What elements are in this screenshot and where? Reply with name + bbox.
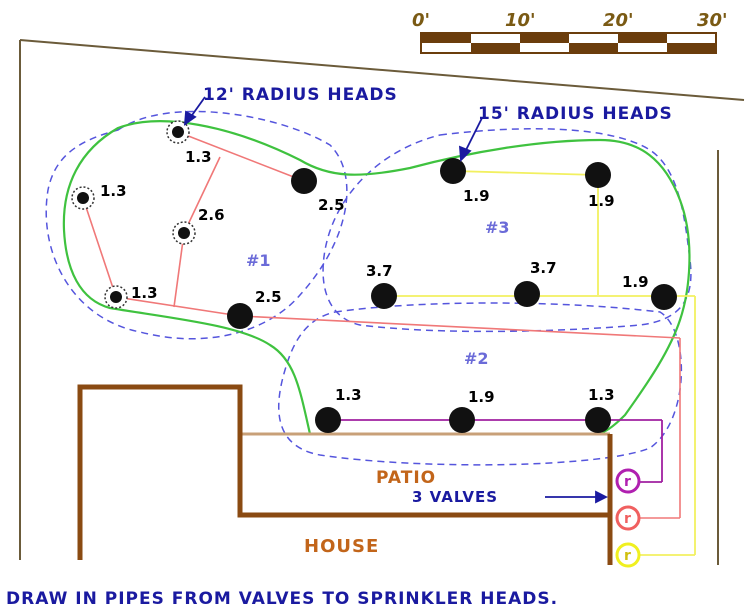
spray-head-z1-lower	[104, 285, 128, 309]
coverage-zone-2	[278, 302, 683, 466]
zone-1-label: #1	[246, 251, 271, 270]
rotor-head-z2-left	[315, 407, 341, 433]
coverage-zone-3	[322, 128, 692, 333]
valves-label: 3 VALVES	[412, 488, 498, 506]
valve-zone-3	[615, 542, 641, 568]
scale-seg-6	[667, 43, 715, 52]
rotor-head-z3-right	[651, 284, 677, 310]
label-12ft-radius-heads: 12' RADIUS HEADS	[203, 85, 398, 105]
spray-head-z1-top	[166, 120, 190, 144]
valve-zone-1-label: r	[624, 511, 631, 527]
spray-head-z1-left	[71, 186, 95, 210]
scale-seg-4	[569, 43, 618, 52]
spray-head-z1-mid	[172, 221, 196, 245]
flow-z2-right: 1.3	[588, 386, 615, 404]
flow-z3-mid-right: 3.7	[530, 259, 557, 277]
rotor-head-z3-mid-left	[371, 283, 397, 309]
pipe-z1-b	[183, 156, 221, 234]
flow-z1-mid: 2.6	[198, 206, 225, 224]
zone-2-label: #2	[464, 349, 489, 368]
scale-seg-5	[618, 34, 667, 43]
heads-15ft	[227, 158, 677, 433]
patio-label: PATIO	[376, 468, 436, 488]
house-label: HOUSE	[304, 536, 379, 557]
rotor-head-z2-right	[585, 407, 611, 433]
scale-tick-0: 0'	[412, 10, 430, 31]
house-walls	[77, 384, 613, 565]
rotor-head-z3-top-left	[440, 158, 466, 184]
pipe-z3-a	[452, 170, 599, 176]
flow-z1-left: 1.3	[100, 182, 127, 200]
valve-zone-2	[615, 468, 641, 494]
flow-z3-right: 1.9	[622, 273, 649, 291]
label-15ft-radius-heads: 15' RADIUS HEADS	[478, 104, 673, 124]
arrow-15ft-head	[458, 145, 472, 163]
property-line-top	[19, 39, 745, 101]
valve-zone-3-label: r	[624, 548, 631, 564]
flow-z1-lower: 1.3	[131, 284, 158, 302]
rotor-head-z2-mid	[449, 407, 475, 433]
instruction-text: DRAW IN PIPES FROM VALVES TO SPRINKLER H…	[6, 589, 558, 609]
pipe-z1-d	[82, 197, 117, 298]
flow-z1-top: 1.3	[185, 148, 212, 166]
coverage-areas	[45, 110, 692, 466]
house-wall-left	[77, 384, 610, 560]
flow-z1-right-top: 2.5	[318, 196, 345, 214]
rotor-head-z3-top-right	[585, 162, 611, 188]
pipe-z1-e	[115, 296, 241, 317]
valve-zone-2-label: r	[624, 474, 631, 490]
pipe-z1-f	[239, 315, 681, 339]
lawn-edge	[62, 120, 691, 436]
flow-z2-mid: 1.9	[468, 388, 495, 406]
rotor-head-z1-right-top	[291, 168, 317, 194]
callout-arrows	[183, 96, 609, 504]
scale-seg-3	[520, 34, 569, 43]
zone-3-label: #3	[485, 218, 510, 237]
scale-seg-1	[422, 34, 471, 43]
flow-z2-left: 1.3	[335, 386, 362, 404]
pipe-z1-c	[173, 232, 185, 308]
valve-zone-1	[615, 505, 641, 531]
heads-12ft	[71, 120, 196, 309]
scale-seg-2	[471, 43, 520, 52]
flow-z1-right-bottom: 2.5	[255, 288, 282, 306]
arrow-12ft-shaft	[189, 96, 206, 119]
scale-tick-30: 30'	[697, 10, 728, 31]
property-boundary	[19, 39, 745, 565]
arrow-12ft-head	[183, 110, 197, 126]
arrow-valves-head	[595, 490, 609, 504]
rotor-head-z1-right-bottom	[227, 303, 253, 329]
zone-1-pipes	[82, 131, 681, 519]
scale-tick-10: 10'	[505, 10, 536, 31]
flow-z3-top-right: 1.9	[588, 192, 615, 210]
scale-bar: 0' 10' 20' 30'	[412, 10, 728, 54]
valves: r r r	[615, 468, 641, 568]
arrow-15ft-shaft	[464, 117, 483, 153]
pipe-z1-a	[177, 131, 305, 182]
flow-z3-mid-left: 3.7	[366, 262, 393, 280]
scale-tick-20: 20'	[603, 10, 634, 31]
flow-z3-top-left: 1.9	[463, 187, 490, 205]
coverage-zone-1	[45, 110, 348, 340]
rotor-head-z3-mid-right	[514, 281, 540, 307]
